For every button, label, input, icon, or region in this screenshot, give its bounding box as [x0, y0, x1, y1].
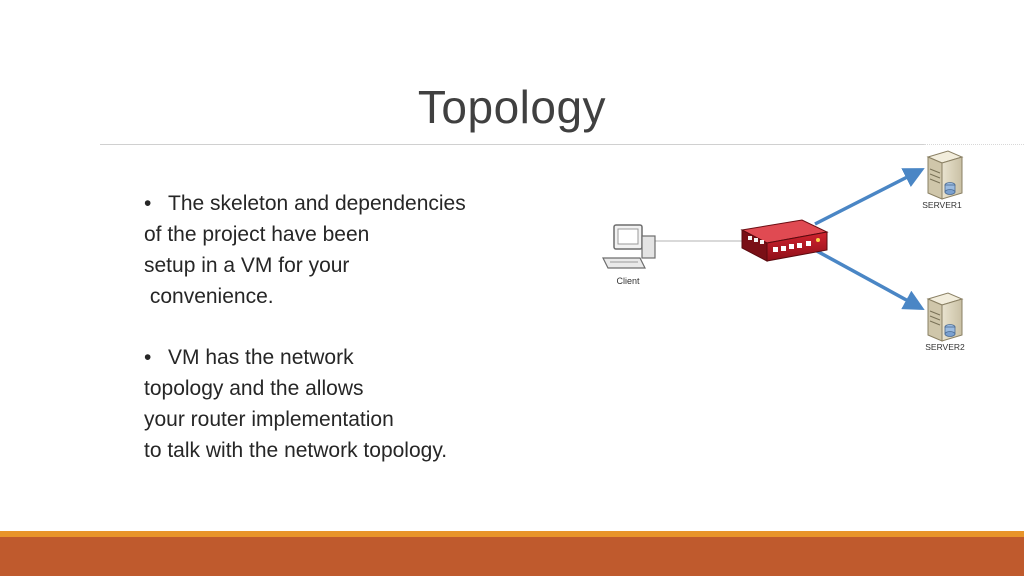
link-router-server1 [814, 168, 925, 226]
slide-title: Topology [417, 81, 607, 133]
title-divider-dotted [924, 144, 1024, 145]
bullet-line: convenience. [144, 285, 274, 308]
bullet-line: of the project have been [144, 223, 370, 246]
server2-label: SERVER2 [925, 342, 965, 352]
server-tower-icon [926, 150, 964, 200]
footer-band [0, 537, 1024, 576]
bullet-line: your router implementation [144, 408, 394, 431]
footer-accent-stripe [0, 531, 1024, 537]
bullet-line: to talk with the network topology. [144, 439, 448, 462]
server1-label: SERVER1 [922, 200, 962, 210]
bullet-icon: • [144, 346, 152, 369]
bullet-line: topology and the allows [144, 377, 364, 400]
client-label: Client [616, 276, 640, 286]
bullet-icon: • [144, 192, 152, 215]
bullet-line: •The skeleton and dependencies [144, 188, 524, 219]
slide-body: •The skeleton and dependencies of the pr… [144, 188, 524, 466]
bullet-line: setup in a VM for your [144, 254, 350, 277]
title-divider [100, 144, 924, 145]
desktop-computer-icon [602, 224, 656, 269]
link-router-server2 [814, 248, 925, 311]
bullet-line: •VM has the network [144, 342, 524, 373]
server-tower-icon [926, 292, 964, 342]
router-icon [740, 219, 829, 262]
